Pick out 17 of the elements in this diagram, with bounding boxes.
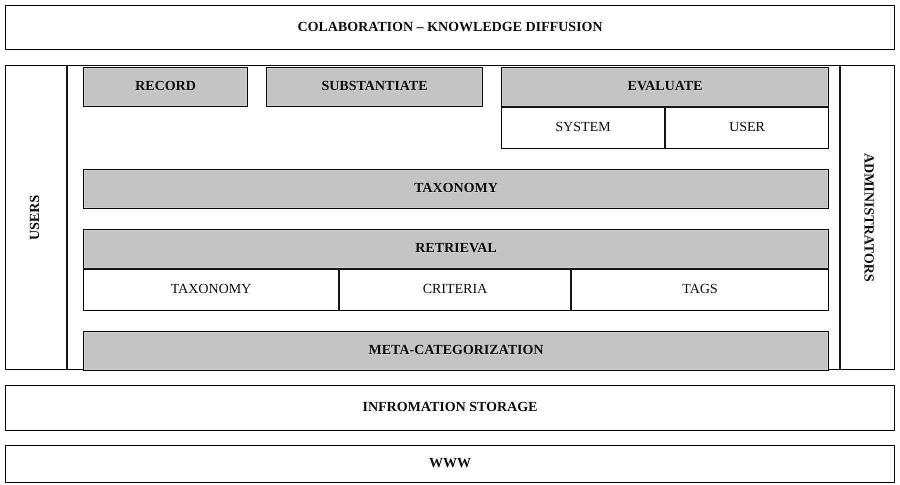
sub-module-box: CRITERIA bbox=[339, 269, 571, 311]
sub-module-box: USER bbox=[665, 107, 829, 149]
sub-module-box: TAGS bbox=[571, 269, 829, 311]
layer-box: WWW bbox=[5, 445, 895, 483]
module-box: META-CATEGORIZATION bbox=[83, 331, 829, 371]
module-box: EVALUATE bbox=[501, 67, 829, 107]
side-box: USERS bbox=[5, 65, 67, 370]
module-box: SUBSTANTIATE bbox=[266, 67, 483, 107]
module-box: RECORD bbox=[83, 67, 248, 107]
content-panel bbox=[67, 65, 840, 370]
sub-module-box: TAXONOMY bbox=[83, 269, 339, 311]
sub-module-box: SYSTEM bbox=[501, 107, 665, 149]
module-box: TAXONOMY bbox=[83, 169, 829, 209]
layer-box: COLABORATION – KNOWLEDGE DIFFUSION bbox=[5, 5, 895, 50]
side-box: ADMINISTRATORS bbox=[840, 65, 895, 370]
module-box: RETRIEVAL bbox=[83, 229, 829, 269]
layer-box: INFROMATION STORAGE bbox=[5, 385, 895, 431]
